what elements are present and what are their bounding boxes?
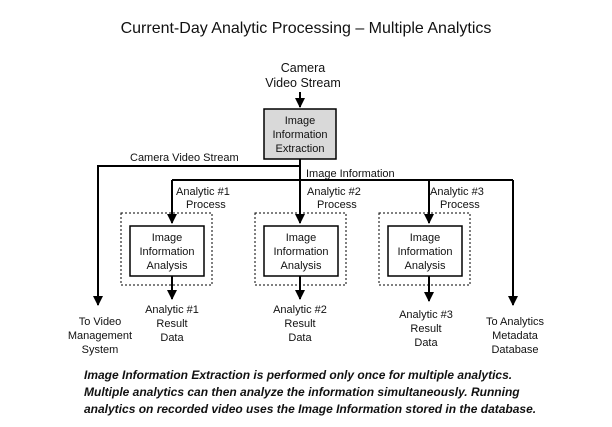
camera-source-line-2: Video Stream [265,76,341,90]
camera-source-line-1: Camera [281,61,326,75]
analytic-2-process-line-2: Process [317,199,357,211]
analytic-3-result-line-1: Analytic #3 [399,309,453,321]
metadata-db-line-1: To Analytics [486,316,545,328]
caption-line-1: Image Information Extraction is performe… [84,368,512,382]
analytic-2-result-line-2: Result [284,318,315,330]
metadata-db-line-2: Metadata [492,330,539,342]
analytic-3-process-line-1: Analytic #3 [430,186,484,198]
camera-stream-edge [93,159,301,306]
analytic-2-result-line-1: Analytic #2 [273,304,327,316]
vms-destination: To Video Management System [68,316,132,356]
analytic-1-result-line-3: Data [160,332,184,344]
vms-line-2: Management [68,330,132,342]
analytic-3-box-line-3: Analysis [405,260,446,272]
metadata-db-line-3: Database [491,344,538,356]
extraction-line-3: Extraction [276,143,325,155]
metadata-db-destination: To Analytics Metadata Database [486,316,545,356]
analytic-3-group [378,212,471,286]
analytic-1-result-line-2: Result [156,318,187,330]
analytic-2-box-line-2: Information [273,246,328,258]
analytic-2: Analytic #2 Process Image Information An… [254,180,361,344]
analytic-2-process-line-1: Analytic #2 [307,186,361,198]
analytic-3-result-line-3: Data [414,337,438,349]
camera-stream-label: Camera Video Stream [130,152,239,164]
analytic-3-analysis-box [387,225,463,277]
vms-line-1: To Video [79,316,122,328]
caption-line-2: Multiple analytics can then analyze the … [84,385,520,399]
analytic-1-box-line-1: Image [152,232,183,244]
analytic-3-process-line-2: Process [440,199,480,211]
camera-source-label: Camera Video Stream [265,61,341,90]
analytic-2-box-line-3: Analysis [281,260,322,272]
analytic-1-result-line-1: Analytic #1 [145,304,199,316]
analytic-1-box-line-3: Analysis [147,260,188,272]
vms-line-3: System [82,344,119,356]
analytic-1: Analytic #1 Process Image Information An… [120,180,230,344]
analytic-2-box-line-1: Image [286,232,317,244]
caption-line-3: analytics on recorded video uses the Ima… [84,402,536,416]
image-info-label: Image Information [306,168,395,180]
analytic-1-group [120,212,213,286]
analytic-3: Analytic #3 Process Image Information An… [378,180,484,349]
analytic-3-box-line-1: Image [410,232,441,244]
analytic-1-process-line-2: Process [186,199,226,211]
analytic-1-process-line-1: Analytic #1 [176,186,230,198]
extraction-node: Image Information Extraction [263,108,337,160]
analytic-1-analysis-box [129,225,205,277]
diagram-title: Current-Day Analytic Processing – Multip… [121,20,492,37]
caption: Image Information Extraction is performe… [84,368,536,416]
analytic-2-result-line-3: Data [288,332,312,344]
extraction-line-1: Image [285,115,316,127]
analytic-1-box-line-2: Information [139,246,194,258]
analytic-3-box-line-2: Information [397,246,452,258]
analytic-3-result-line-2: Result [410,323,441,335]
extraction-line-2: Information [272,129,327,141]
